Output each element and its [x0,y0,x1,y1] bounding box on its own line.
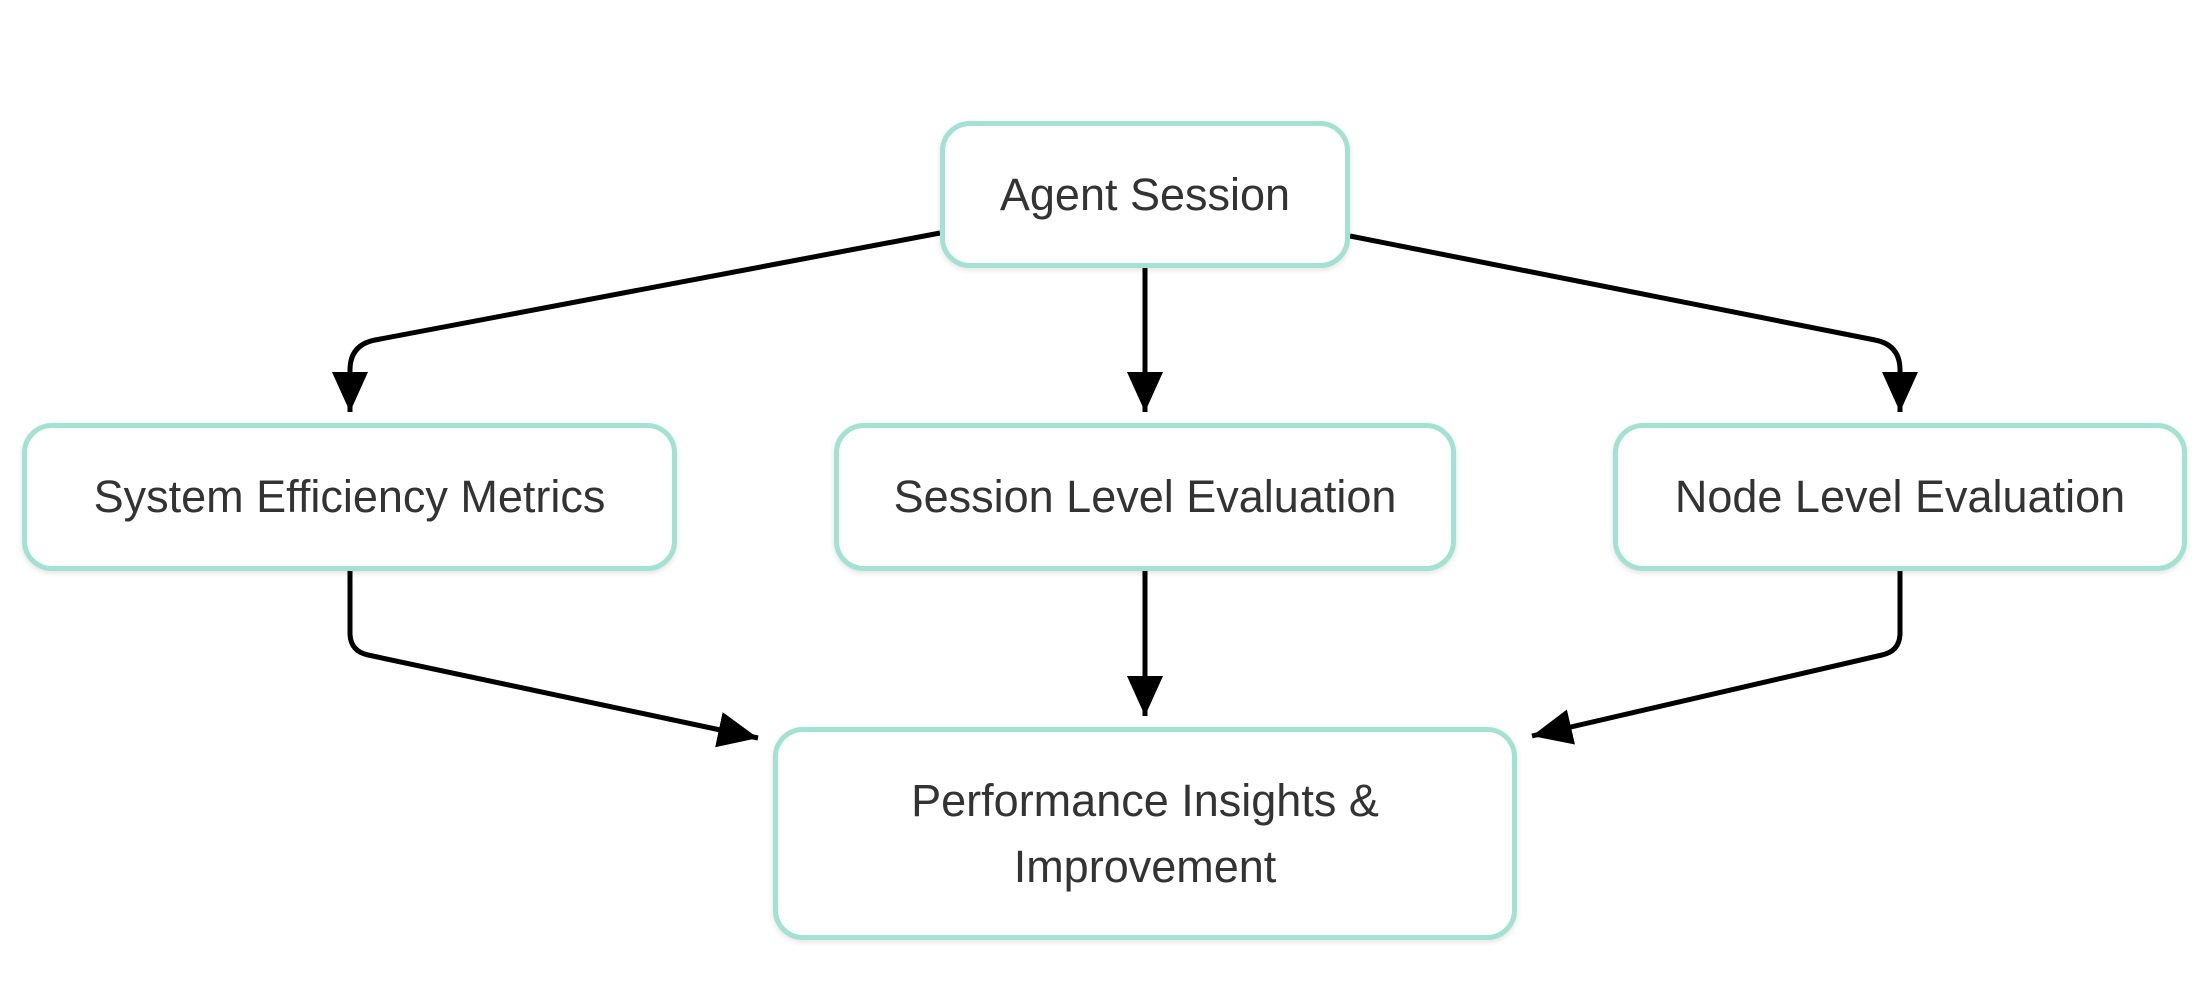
edge-system-efficiency-to-performance [347,571,759,748]
node-label-performance-insights: Performance Insights & Improvement [911,774,1379,892]
node-label-node-level-evaluation: Node Level Evaluation [1674,471,2126,522]
edge-agent-to-node-level [1349,233,1918,412]
edge-node-level-to-performance [1531,571,1903,745]
node-system-efficiency-metrics: System Efficiency Metrics [22,423,677,571]
node-performance-insights: Performance Insights & Improvement [773,727,1517,940]
node-agent-session: Agent Session [940,121,1350,268]
edge-agent-to-system-efficiency [332,230,941,412]
node-label-agent-session: Agent Session [999,168,1291,220]
node-node-level-evaluation: Node Level Evaluation [1613,423,2187,571]
node-label-system-efficiency-metrics: System Efficiency Metrics [93,471,606,522]
node-session-level-evaluation: Session Level Evaluation [834,423,1456,571]
node-label-session-level-evaluation: Session Level Evaluation [893,471,1397,522]
